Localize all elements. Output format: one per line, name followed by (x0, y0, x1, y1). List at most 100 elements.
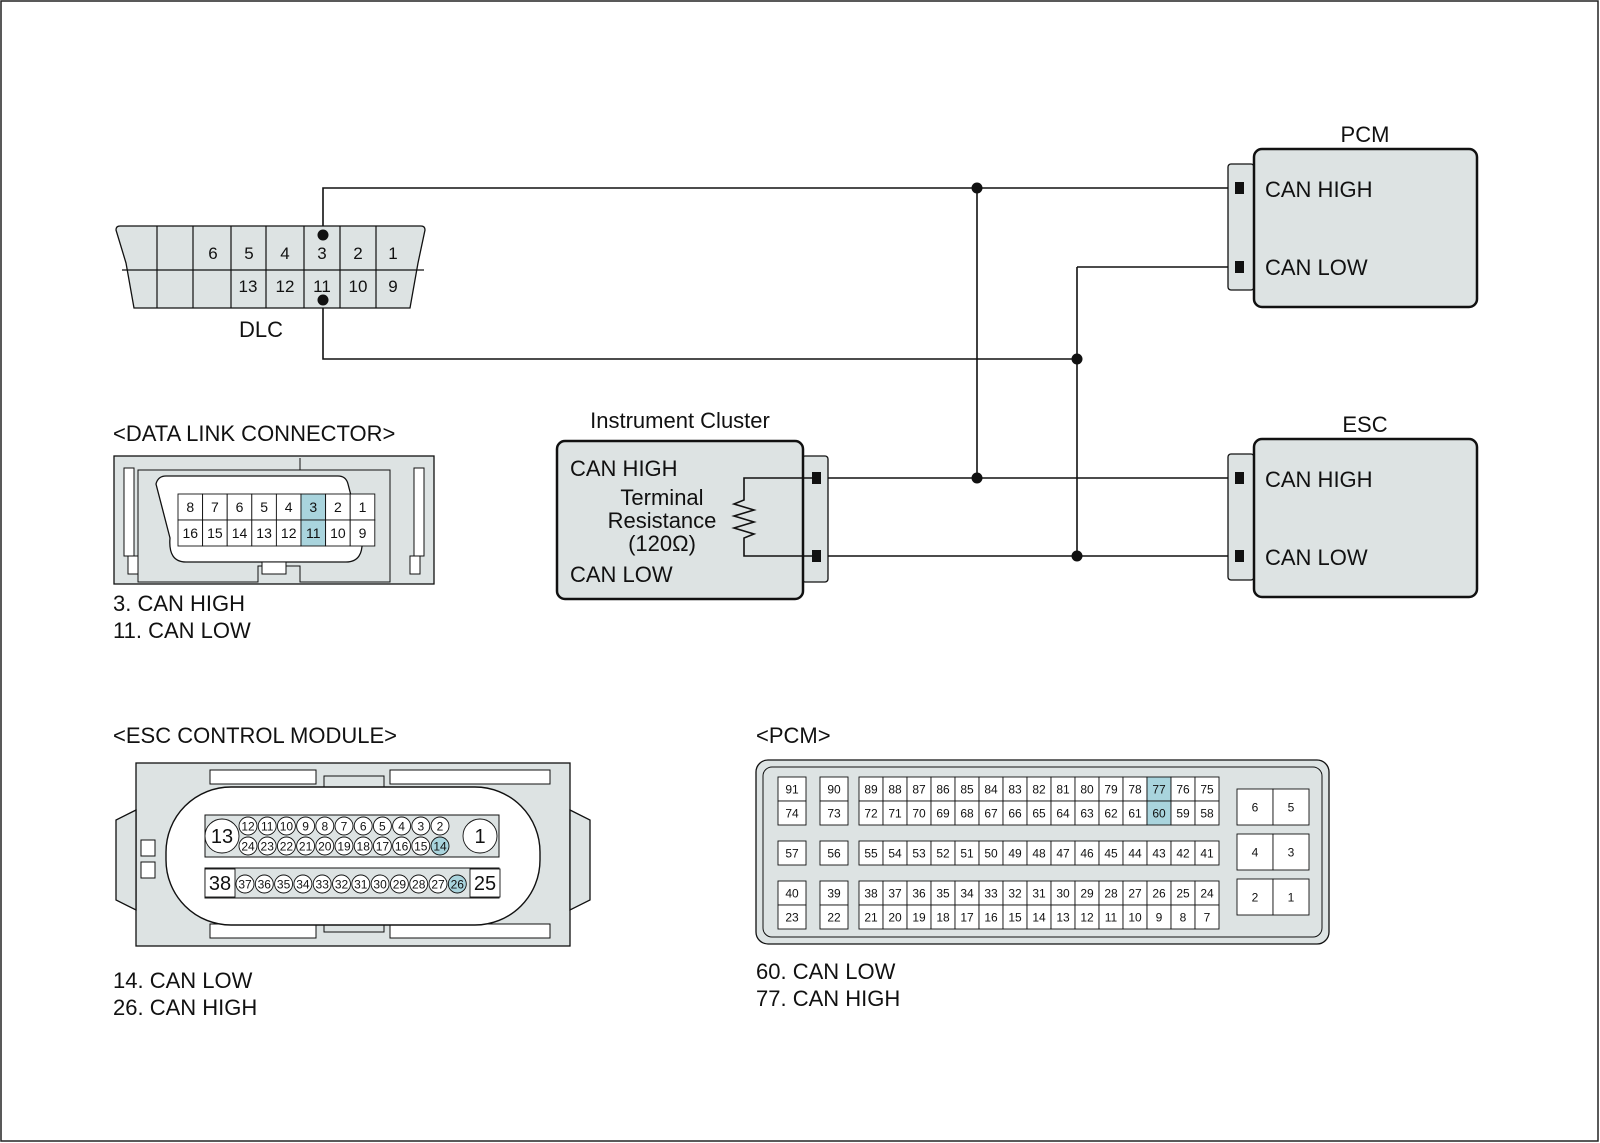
pcm-view-pin: 30 (1050, 880, 1076, 906)
pin-number: 13 (256, 525, 272, 541)
esc-view-pin: 27 (428, 874, 448, 894)
esc-module-title: ESC (1342, 412, 1387, 437)
pin-number: 6 (1252, 800, 1259, 814)
pin-number: 67 (984, 806, 998, 820)
dlc-view-pin: 10 (325, 519, 351, 547)
pcm-view-pin: 2 (1236, 878, 1274, 916)
cluster-can-low-label: CAN LOW (570, 562, 673, 587)
pin-number: 3 (1288, 845, 1295, 859)
pcm-view-pin: 46 (1074, 840, 1100, 866)
pin-number: 58 (1200, 806, 1214, 820)
pcm-view-pin: 40 (777, 880, 807, 906)
dlc-view-note: 11. CAN LOW (113, 618, 251, 643)
pcm-view-pin: 41 (1194, 840, 1220, 866)
esc-view-pin: 6 (353, 816, 373, 836)
pin-terminal (812, 550, 821, 562)
pin-number: 15 (207, 525, 223, 541)
dlc-view-pin: 4 (275, 493, 302, 521)
pcm-view-pin: 47 (1050, 840, 1076, 866)
pin-number: 35 (277, 877, 291, 891)
pcm-view-pin: 34 (954, 880, 980, 906)
pcm-view-pin: 11 (1098, 904, 1124, 930)
pcm-view-pin: 19 (906, 904, 932, 930)
esc-view-pin: 15 (411, 836, 431, 856)
pcm-view-pin: 33 (978, 880, 1004, 906)
dlc-view-pin: 14 (226, 519, 253, 547)
pin-number: 47 (1056, 846, 1070, 860)
dlc-view-pin: 5 (251, 493, 277, 521)
pcm-view-pin: 29 (1074, 880, 1100, 906)
pcm-view-pin: 81 (1050, 776, 1076, 802)
pin-number: 16 (984, 910, 998, 924)
splice-dot (1071, 353, 1083, 365)
pin-number: 65 (1032, 806, 1046, 820)
pin-number: 13 (1056, 910, 1070, 924)
pin-number: 1 (359, 499, 367, 515)
pin-number: 4 (285, 499, 293, 515)
pin-number: 9 (302, 819, 309, 833)
pin-number: 7 (341, 819, 348, 833)
pcm-view-pin: 23 (777, 904, 807, 930)
pcm-view-pin: 13 (1050, 904, 1076, 930)
pin-number: 88 (888, 782, 902, 796)
esc-view-pin: 17 (372, 836, 392, 856)
pin-number: 83 (1008, 782, 1022, 796)
pin-number: 36 (258, 877, 272, 891)
pin-number: 32 (1008, 886, 1022, 900)
pin-number: 14 (433, 839, 447, 853)
dlc-pin-top: 2 (353, 244, 362, 263)
dlc-pin-bottom: 11 (313, 277, 331, 296)
esc-view-pin: 29 (389, 874, 409, 894)
pin-number: 9 (359, 525, 367, 541)
esc-view-pin: 30 (370, 874, 390, 894)
esc-view-pin: 18 (353, 836, 373, 856)
pcm-view-pin: 10 (1122, 904, 1148, 930)
pcm-view-pin: 39 (819, 880, 849, 906)
esc-view-pin: 23 (257, 836, 277, 856)
esc-view-pin: 31 (351, 874, 371, 894)
esc-view-pin: 35 (274, 874, 294, 894)
pin-number: 45 (1104, 846, 1118, 860)
esc-view-pin: 8 (315, 816, 335, 836)
dlc-view-pin: 1 (349, 493, 376, 521)
pin-number: 75 (1200, 782, 1214, 796)
splice-dot (971, 182, 983, 194)
pin-number: 5 (260, 499, 268, 515)
pin-number: 44 (1128, 846, 1142, 860)
pin-number: 31 (354, 877, 368, 891)
pin-number: 33 (984, 886, 998, 900)
pcm-view-pin: 18 (930, 904, 956, 930)
pcm-view-pin: 17 (954, 904, 980, 930)
pin-number: 28 (412, 877, 426, 891)
pcm-view-pin: 12 (1074, 904, 1100, 930)
pin-number: 49 (1008, 846, 1022, 860)
pin-number: 79 (1104, 782, 1118, 796)
pin-number: 2 (1252, 890, 1259, 904)
dlc-view-pin: 8 (177, 493, 204, 521)
esc-view-pin: 24 (238, 836, 258, 856)
esc-view-pin: 3 (411, 816, 431, 836)
pin-number: 20 (888, 910, 902, 924)
pin-number: 87 (912, 782, 926, 796)
pin-number: 36 (912, 886, 926, 900)
dlc-view-pin: 16 (177, 519, 204, 547)
pcm-view-pin: 53 (906, 840, 932, 866)
dlc-pin-top: 4 (280, 244, 289, 263)
pin-number: 27 (431, 877, 445, 891)
pcm-view-pin: 50 (978, 840, 1004, 866)
pin-number: 31 (1032, 886, 1046, 900)
pin-number: 26 (1152, 886, 1166, 900)
pin-number: 22 (827, 910, 841, 924)
pin-number: 74 (785, 806, 799, 820)
pcm-view-pin: 62 (1098, 800, 1124, 826)
pcm-view-pin: 65 (1026, 800, 1052, 826)
esc-view-pin: 34 (293, 874, 313, 894)
esc-view-pin: 2 (430, 816, 450, 836)
pin-number: 62 (1104, 806, 1118, 820)
pcm-view-pin: 88 (882, 776, 908, 802)
esc-view-pin: 14 (430, 836, 450, 856)
pcm-view-pin: 72 (858, 800, 884, 826)
pin-number: 91 (785, 782, 799, 796)
pcm-view-pin: 58 (1194, 800, 1220, 826)
dlc-pin-bottom: 9 (388, 277, 397, 296)
